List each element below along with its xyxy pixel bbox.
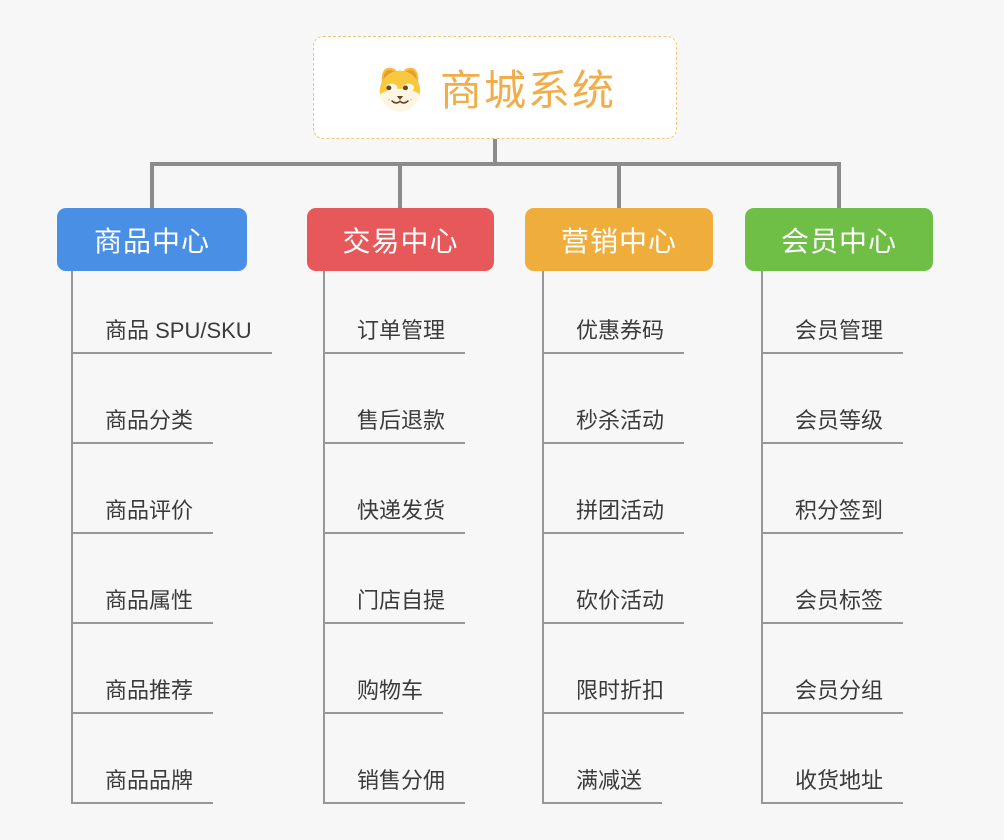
connector-drop-product	[150, 162, 154, 208]
branch-label: 商品中心	[93, 225, 210, 257]
leaf-topic[interactable]: 会员标签	[762, 588, 904, 624]
leaf-topic[interactable]: 满减送	[543, 768, 663, 804]
branch-product-center[interactable]: 商品中心	[57, 208, 247, 271]
branch-child-rail	[761, 271, 763, 804]
connector-horizontal-bar	[150, 162, 841, 166]
connector-drop-marketing	[617, 162, 621, 208]
leaf-topic[interactable]: 商品 SPU/SKU	[72, 318, 272, 354]
leaf-topic[interactable]: 商品推荐	[72, 678, 214, 714]
branch-marketing-center[interactable]: 营销中心	[525, 208, 713, 271]
branch-label: 会员中心	[780, 225, 897, 257]
connector-drop-member	[837, 162, 841, 208]
leaf-topic[interactable]: 拼团活动	[543, 498, 685, 534]
leaf-topic[interactable]: 砍价活动	[543, 588, 685, 624]
leaf-topic[interactable]: 销售分佣	[324, 768, 466, 804]
root-topic[interactable]: 商城系统	[313, 36, 677, 139]
dog-face-icon	[374, 64, 426, 112]
branch-label: 交易中心	[342, 225, 459, 257]
leaf-topic[interactable]: 限时折扣	[543, 678, 685, 714]
branch-child-rail	[542, 271, 544, 804]
leaf-topic[interactable]: 优惠券码	[543, 318, 685, 354]
leaf-topic[interactable]: 快递发货	[324, 498, 466, 534]
leaf-topic[interactable]: 购物车	[324, 678, 444, 714]
connector-drop-trade	[398, 162, 402, 208]
leaf-topic[interactable]: 收货地址	[762, 768, 904, 804]
leaf-topic[interactable]: 商品评价	[72, 498, 214, 534]
branch-label: 营销中心	[560, 225, 677, 257]
leaf-topic[interactable]: 商品分类	[72, 408, 214, 444]
leaf-topic[interactable]: 商品品牌	[72, 768, 214, 804]
branch-member-center[interactable]: 会员中心	[745, 208, 933, 271]
leaf-topic[interactable]: 会员等级	[762, 408, 904, 444]
leaf-topic[interactable]: 商品属性	[72, 588, 214, 624]
branch-trade-center[interactable]: 交易中心	[307, 208, 494, 271]
leaf-topic[interactable]: 会员管理	[762, 318, 904, 354]
leaf-topic[interactable]: 售后退款	[324, 408, 466, 444]
leaf-topic[interactable]: 秒杀活动	[543, 408, 685, 444]
connector-root-stem	[493, 139, 497, 165]
leaf-topic[interactable]: 积分签到	[762, 498, 904, 534]
branch-child-rail	[323, 271, 325, 804]
root-topic-label: 商城系统	[439, 67, 616, 114]
leaf-topic[interactable]: 会员分组	[762, 678, 904, 714]
branch-child-rail	[71, 271, 73, 804]
leaf-topic[interactable]: 门店自提	[324, 588, 466, 624]
leaf-topic[interactable]: 订单管理	[324, 318, 466, 354]
